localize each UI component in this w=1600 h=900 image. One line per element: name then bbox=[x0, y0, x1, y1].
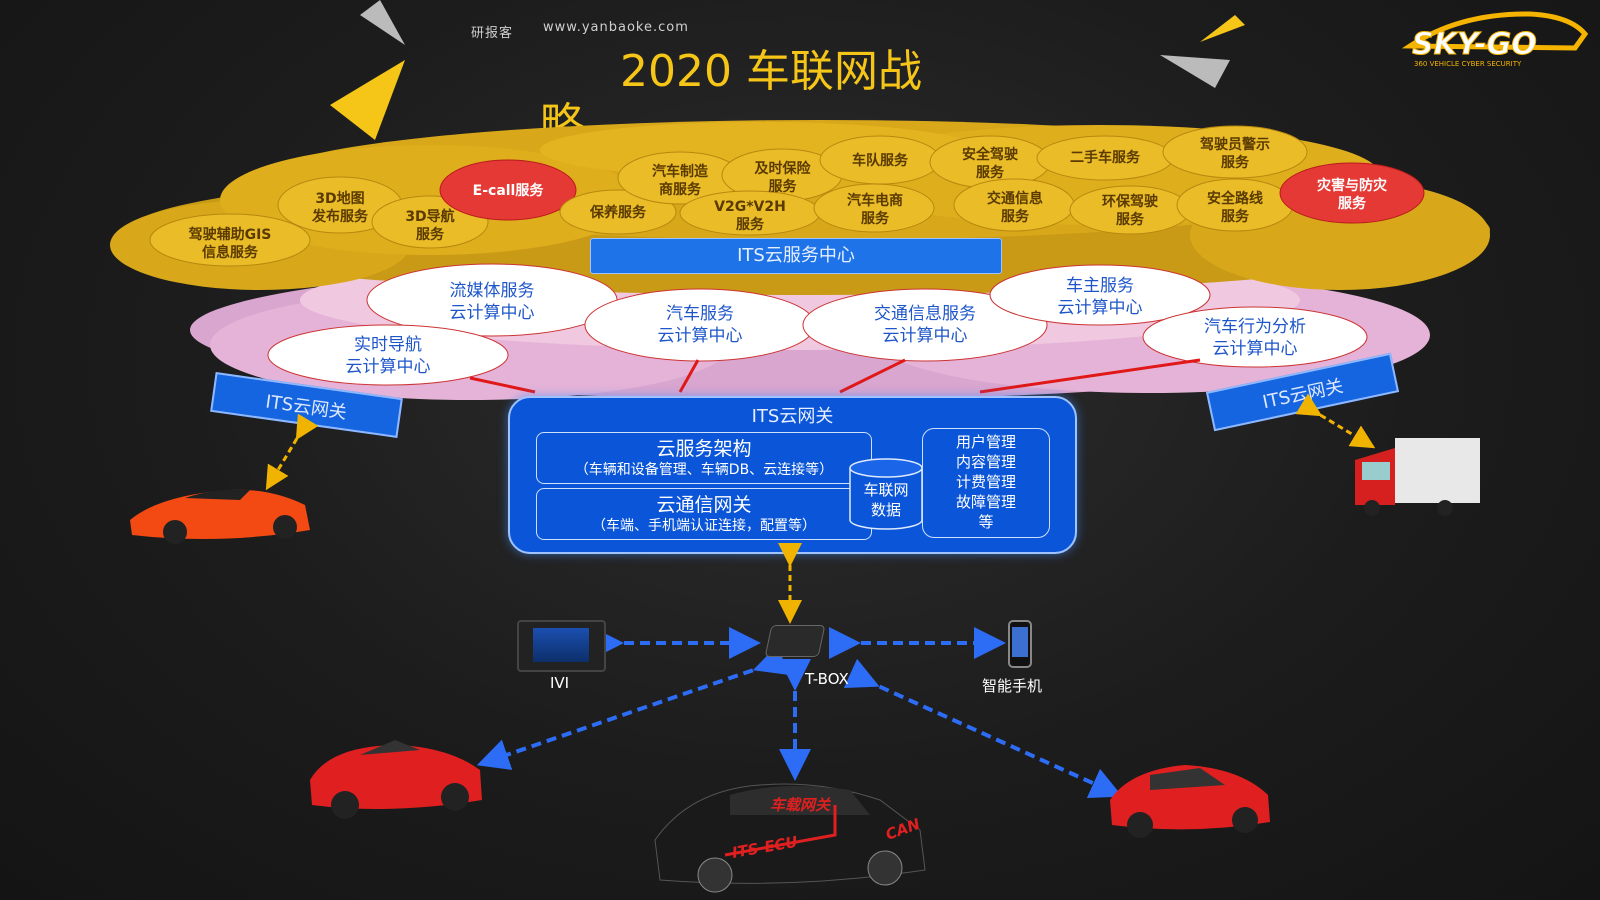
management-label: 用户管理 内容管理 计费管理 故障管理 等 bbox=[955, 433, 1016, 531]
compute-center-label: 流媒体服务 云计算中心 bbox=[449, 281, 535, 323]
compute-cloud-shapes bbox=[267, 263, 1368, 386]
smartphone-label: 智能手机 bbox=[982, 677, 1043, 695]
service-label-ecall: E-call服务 bbox=[472, 183, 544, 199]
skygo-logo: SKY-GO 360 VEHICLE CYBER SECURITY bbox=[1400, 8, 1590, 68]
service-label: 安全驾驶 服务 bbox=[962, 147, 1018, 181]
service-label: 汽车电商 服务 bbox=[847, 193, 903, 227]
compute-center-label: 实时导航 云计算中心 bbox=[345, 335, 431, 377]
compute-center-label: 车主服务 云计算中心 bbox=[1057, 276, 1143, 318]
triangle-deco bbox=[330, 60, 405, 140]
service-label: 驾驶员警示 服务 bbox=[1200, 137, 1270, 171]
service-label: 3D地图 发布服务 bbox=[312, 191, 368, 225]
red-connectors bbox=[469, 358, 1201, 394]
cloud-service-arch-title: 云服务架构 bbox=[656, 438, 752, 460]
yellow-arrows bbox=[265, 393, 1376, 624]
its-gateway-panel-title: ITS云网关 bbox=[751, 406, 834, 427]
ivi-label: IVI bbox=[550, 674, 570, 692]
delivery-truck bbox=[1355, 438, 1480, 516]
service-label-disaster: 灾害与防灾 服务 bbox=[1317, 178, 1387, 212]
service-cloud-shapes bbox=[149, 125, 1425, 267]
service-label: 交通信息 服务 bbox=[987, 191, 1043, 225]
logo-subtext: 360 VEHICLE CYBER SECURITY bbox=[1414, 60, 1522, 68]
its-service-center-bar: ITS云服务中心 bbox=[590, 238, 1002, 274]
service-label: 及时保险 服务 bbox=[754, 161, 811, 195]
its-gateway-panel: ITS云网关 云服务架构 （车辆和设备管理、车辆DB、云连接等） 云通信网关 （… bbox=[508, 396, 1077, 554]
triangle-deco bbox=[1160, 55, 1230, 88]
page-title-line1: 2020 车联网战 bbox=[620, 46, 922, 97]
service-label: 环保驾驶 服务 bbox=[1102, 194, 1158, 228]
service-label: 3D导航 服务 bbox=[405, 209, 455, 243]
black-sedan-car: 车载网关 ITS-ECU CAN bbox=[654, 783, 926, 893]
database-icon: 车联网 数据 bbox=[848, 458, 924, 530]
service-label: 安全路线 服务 bbox=[1207, 191, 1263, 225]
tbox-label: T-BOX bbox=[805, 670, 849, 688]
compute-center-label: 汽车行为分析 云计算中心 bbox=[1204, 317, 1306, 359]
watermark-url: www.yanbaoke.com bbox=[543, 20, 689, 35]
service-label: 二手车服务 bbox=[1070, 150, 1140, 166]
cloud-comm-gateway-box: 云通信网关 （车端、手机端认证连接，配置等） bbox=[536, 488, 872, 540]
smartphone-icon bbox=[1008, 620, 1032, 668]
service-label: 驾驶辅助GIS 信息服务 bbox=[170, 226, 290, 262]
management-box: 用户管理 内容管理 计费管理 故障管理 等 bbox=[922, 428, 1050, 538]
red-convertible-car bbox=[310, 740, 482, 819]
cloud-comm-gateway-title: 云通信网关 bbox=[656, 494, 752, 516]
red-sedan-car bbox=[1110, 765, 1270, 838]
triangle-deco bbox=[360, 0, 405, 45]
cloud-service-arch-sub: （车辆和设备管理、车辆DB、云连接等） bbox=[574, 462, 834, 478]
cloud-service-arch-box: 云服务架构 （车辆和设备管理、车辆DB、云连接等） bbox=[536, 432, 872, 484]
cloud-comm-gateway-sub: （车端、手机端认证连接，配置等） bbox=[592, 518, 816, 534]
service-text: 驾驶辅助GIS 信息服务 bbox=[188, 227, 272, 261]
onboard-gateway-label: 车载网关 bbox=[770, 796, 831, 814]
triangle-deco bbox=[1200, 15, 1245, 42]
logo-text: SKY-GO bbox=[1412, 27, 1537, 62]
compute-center-label: 交通信息服务 云计算中心 bbox=[874, 304, 976, 346]
compute-center-label: 汽车服务 云计算中心 bbox=[657, 304, 743, 346]
service-label: 车队服务 bbox=[852, 153, 908, 169]
database-label: 车联网 数据 bbox=[863, 481, 909, 519]
blue-arrows bbox=[476, 627, 1123, 798]
ivi-device-icon bbox=[517, 620, 606, 672]
watermark-text: 研报客 bbox=[471, 26, 514, 41]
service-label: V2G*V2H 服务 bbox=[714, 199, 786, 233]
service-label: 汽车制造 商服务 bbox=[652, 164, 708, 198]
orange-sports-car bbox=[130, 489, 310, 544]
service-label: 保养服务 bbox=[590, 205, 646, 221]
